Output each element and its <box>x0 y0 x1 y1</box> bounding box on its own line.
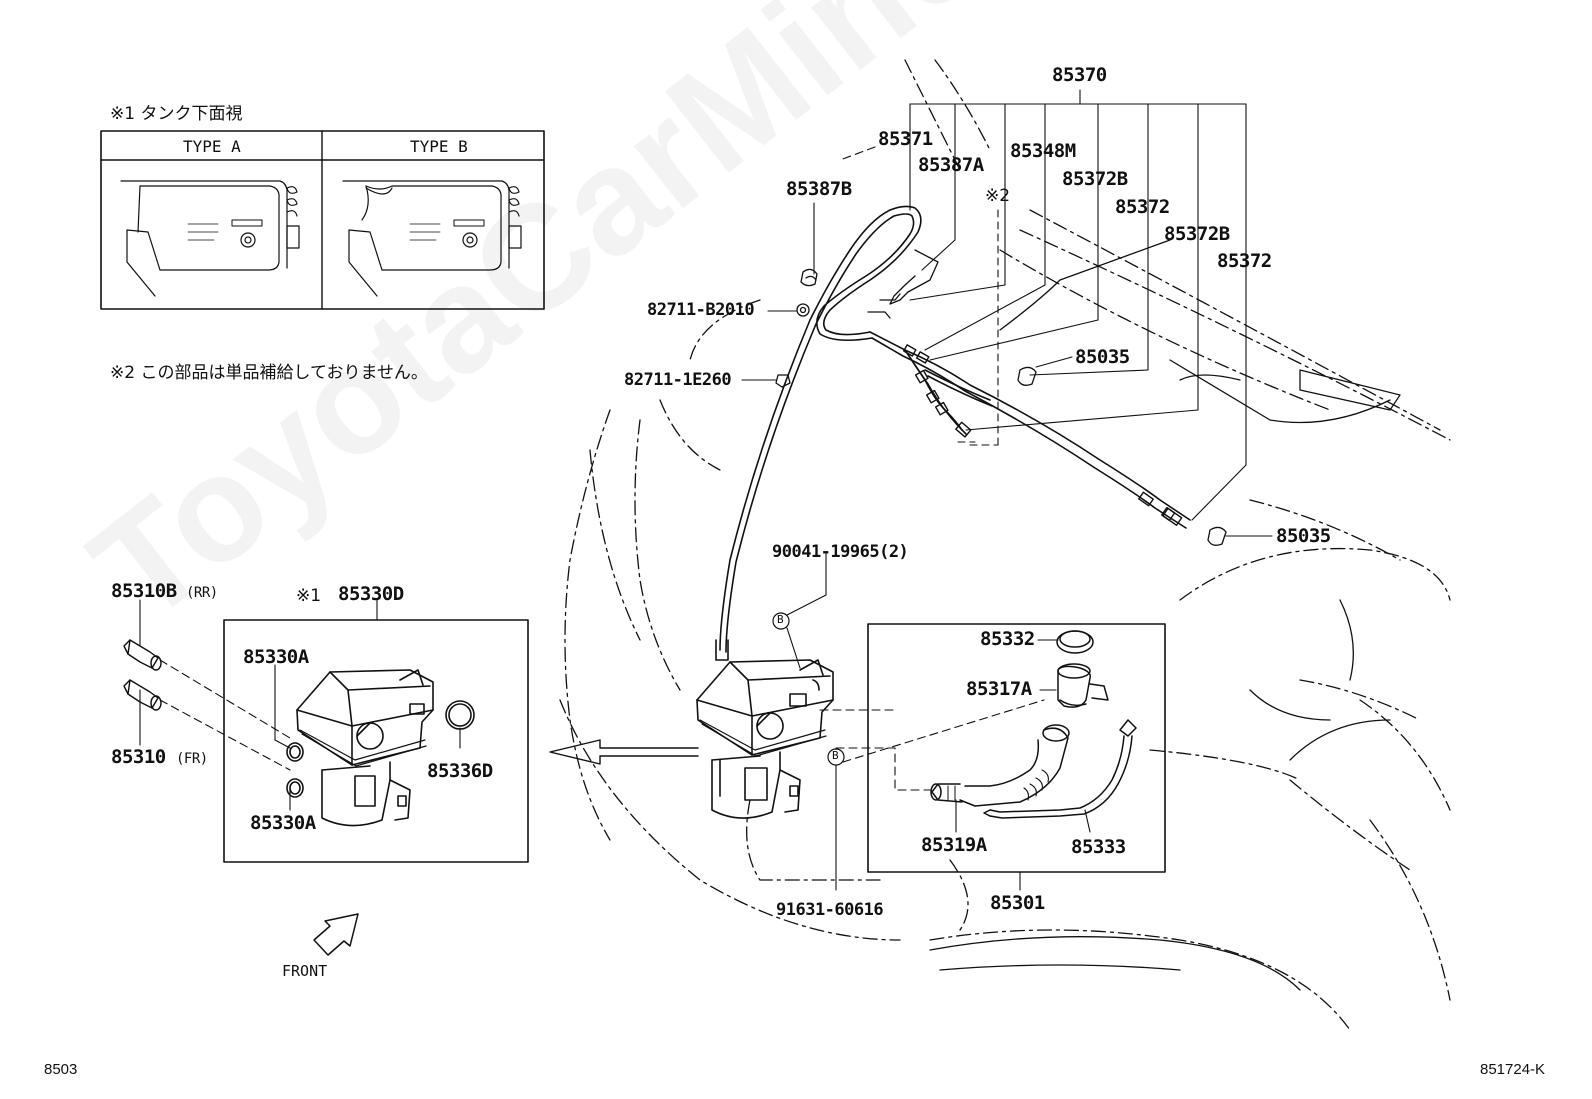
note-2: ※2 この部品は単品補給しておりません。 <box>110 363 428 383</box>
front-label: FRONT <box>282 962 328 980</box>
washer-nozzles <box>123 639 162 711</box>
vehicle-body-outline <box>559 59 1451 1031</box>
label-85333: 85333 <box>1071 836 1126 858</box>
label-85372-lower: 85372 <box>1217 250 1272 272</box>
inlet-parts-box <box>867 623 1166 873</box>
ref-b-circles <box>772 612 845 766</box>
label-85317a: 85317A <box>966 678 1032 700</box>
inset-type-b-header: TYPE B <box>410 137 468 156</box>
mark-note-1: ※1 <box>296 586 322 606</box>
label-85371: 85371 <box>878 128 933 150</box>
label-85336d: 85336D <box>427 760 493 782</box>
front-arrow <box>313 913 359 956</box>
label-85332: 85332 <box>980 628 1035 650</box>
leader-lines <box>139 89 1273 891</box>
label-85310b: 85310B <box>111 580 177 602</box>
label-85372-upper: 85372 <box>1115 196 1170 218</box>
label-85035-upper: 85035 <box>1075 346 1130 368</box>
tank-bottom-type-b <box>342 180 522 297</box>
hose-joints <box>902 344 1183 526</box>
footer-right-code: 851724-K <box>1480 1061 1546 1078</box>
tank-bottom-type-a <box>120 180 300 297</box>
label-85348m: 85348M <box>1010 140 1076 162</box>
label-85035-lower: 85035 <box>1276 525 1331 547</box>
tank-exploded-box <box>223 619 529 863</box>
mark-note-2: ※2 <box>985 186 1011 206</box>
label-85301: 85301 <box>990 892 1045 914</box>
washer-tank-exploded <box>286 669 475 827</box>
label-85372b-upper: 85372B <box>1062 168 1128 190</box>
label-85330a-upper: 85330A <box>243 646 309 668</box>
label-85319a: 85319A <box>921 834 987 856</box>
label-85310: 85310 <box>111 746 166 768</box>
ref-b-upper: B <box>777 613 784 626</box>
label-85387a: 85387A <box>918 154 984 176</box>
inlet-parts <box>930 630 1137 819</box>
ref-b-lower: B <box>832 749 839 762</box>
hose-clamps <box>775 249 1227 546</box>
note-1: ※1 タンク下面視 <box>110 104 243 124</box>
label-91631-60616: 91631-60616 <box>776 900 884 920</box>
label-85370: 85370 <box>1052 64 1107 86</box>
label-85330d: 85330D <box>338 583 404 605</box>
label-85330a-lower: 85330A <box>250 812 316 834</box>
washer-tank-main <box>696 659 834 819</box>
inset-table-frame <box>100 130 545 310</box>
footer-left-code: 8503 <box>44 1061 78 1078</box>
label-85372b-lower: 85372B <box>1164 223 1230 245</box>
vehicle-body-solid <box>929 239 1401 991</box>
washer-hose-assembly <box>715 205 1191 661</box>
label-82711-b2010: 82711-B2010 <box>647 300 755 320</box>
label-82711-1e260: 82711-1E260 <box>624 370 732 390</box>
label-rr: (RR) <box>186 585 218 601</box>
inset-type-a-header: TYPE A <box>183 137 241 156</box>
direction-arrow <box>549 739 699 765</box>
label-90041-19965: 90041-19965(2) <box>772 542 909 562</box>
label-fr: (FR) <box>176 751 208 767</box>
label-85387b: 85387B <box>786 178 852 200</box>
